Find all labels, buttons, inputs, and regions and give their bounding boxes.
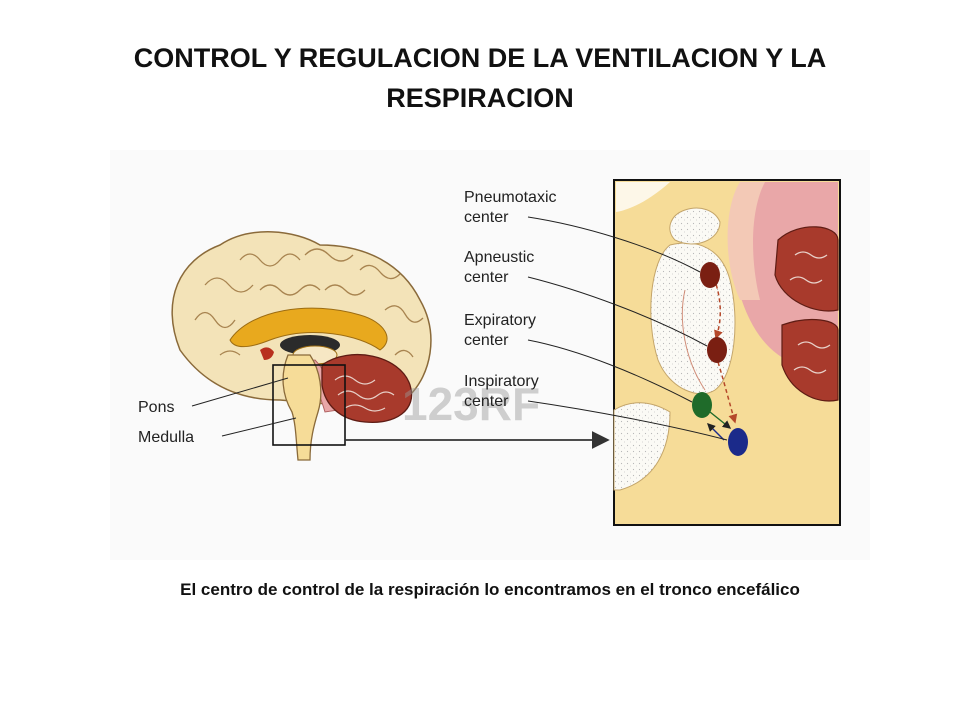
pons-leader-line bbox=[191, 377, 289, 407]
zoom-cerebellum-lower bbox=[781, 319, 839, 402]
watermark: 123RF bbox=[402, 378, 540, 430]
apneustic-center-dot bbox=[707, 337, 727, 363]
apneustic-label-line2: center bbox=[464, 269, 509, 286]
brainstem bbox=[282, 354, 322, 461]
pons-tract-line bbox=[681, 289, 706, 391]
expiratory-label-line1: Expiratory bbox=[464, 312, 536, 329]
zoom-cerebellum-folia bbox=[789, 251, 831, 374]
apneustic-leader-line bbox=[527, 276, 708, 347]
hypothalamus bbox=[260, 347, 274, 360]
selection-box bbox=[272, 364, 346, 446]
expiratory-center-dot bbox=[692, 392, 712, 418]
zoomed-brainstem bbox=[613, 179, 841, 526]
pneumotaxic-leader-line bbox=[527, 216, 701, 273]
zoom-top-left bbox=[616, 182, 670, 212]
inspiratory-label-line1: Inspiratory bbox=[464, 373, 539, 390]
pons-region bbox=[650, 242, 736, 395]
pneumotaxic-center-dot bbox=[700, 262, 720, 288]
medulla-label: Medulla bbox=[138, 429, 194, 446]
pons-label: Pons bbox=[138, 399, 174, 416]
pneumotaxic-label-line1: Pneumotaxic bbox=[464, 189, 557, 206]
medulla-region bbox=[613, 402, 671, 491]
expiratory-leader-line bbox=[527, 339, 693, 403]
zoom-cerebellum-upper bbox=[774, 226, 839, 312]
zoom-pink-inner bbox=[727, 182, 765, 300]
apneustic-to-inspiratory-arrow bbox=[717, 361, 738, 424]
cerebellum-folia bbox=[334, 375, 395, 412]
inspiratory-leader-line bbox=[527, 400, 728, 441]
slide-caption: El centro de control de la respiración l… bbox=[180, 580, 800, 599]
sagittal-brain bbox=[171, 231, 432, 461]
expiratory-label-line2: center bbox=[464, 332, 509, 349]
insp-to-exp-arrow bbox=[707, 423, 725, 441]
inspiratory-label-line2: center bbox=[464, 393, 509, 410]
cortex-gyri bbox=[194, 248, 424, 358]
slide-title: CONTROL Y REGULACION DE LA VENTILACION Y… bbox=[133, 43, 827, 113]
pneumo-to-apneustic-arrow bbox=[713, 277, 723, 340]
exp-to-insp-arrow bbox=[709, 411, 732, 429]
corpus-callosum bbox=[229, 307, 388, 351]
upper-pons-region bbox=[669, 207, 721, 245]
pneumotaxic-label-line2: center bbox=[464, 209, 509, 226]
apneustic-label-line1: Apneustic bbox=[464, 249, 534, 266]
medulla-leader-line bbox=[221, 417, 297, 437]
brainstem-diagram: Pons Medulla 123RF bbox=[110, 150, 870, 560]
inspiratory-center-dot bbox=[728, 428, 748, 456]
